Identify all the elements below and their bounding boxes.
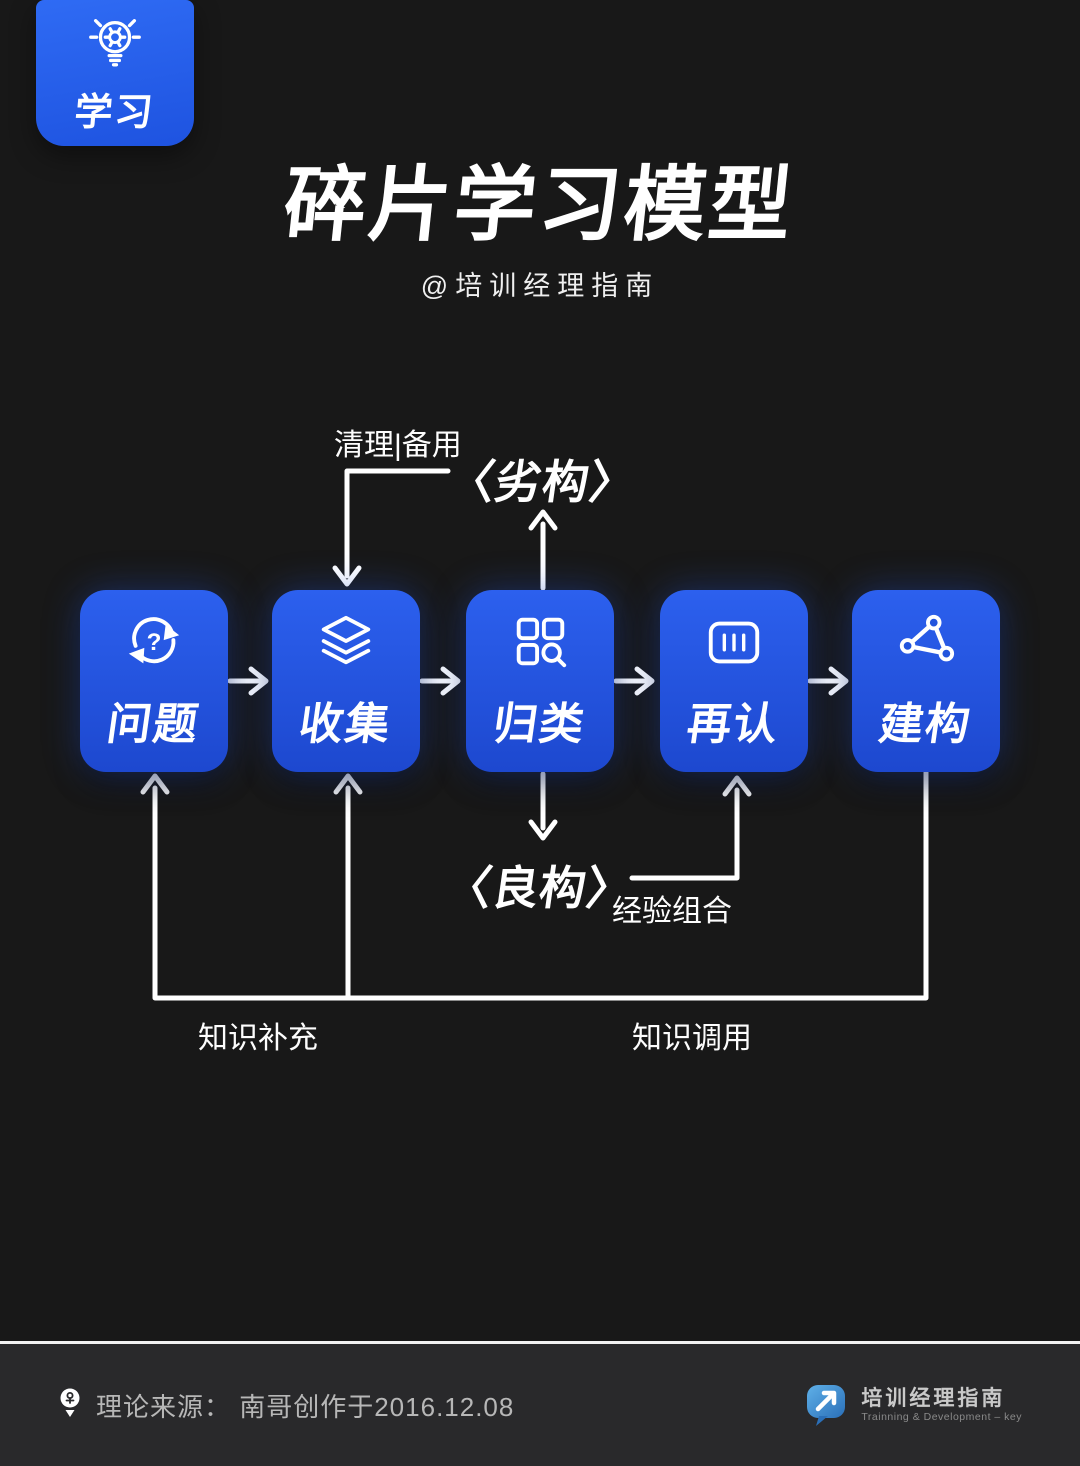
node-triangle-icon bbox=[895, 610, 957, 674]
node-label: 收集 bbox=[295, 700, 395, 749]
node-label: 问题 bbox=[103, 700, 203, 749]
flow-node-recognize: 再认 bbox=[660, 590, 808, 772]
layers-stack-icon bbox=[315, 610, 377, 674]
footer-separator-line bbox=[0, 1341, 1080, 1344]
logo-tagline: Trainning & Development – key bbox=[861, 1411, 1022, 1424]
flow-node-collect: 收集 bbox=[272, 590, 420, 772]
node-label: 归类 bbox=[489, 700, 589, 749]
flow-node-problem: ? 问题 bbox=[80, 590, 228, 772]
lightbulb-gear-icon bbox=[89, 18, 141, 66]
footer-source-text: 理论来源： 南哥创作于2016.12.08 bbox=[96, 1391, 515, 1422]
svg-text:?: ? bbox=[147, 629, 162, 656]
category-badge: 学习 bbox=[36, 0, 194, 146]
annotation-ill-structured: 〈劣构〉 bbox=[444, 456, 641, 508]
badge-label: 学习 bbox=[72, 91, 157, 134]
footer-bar: 理论来源： 南哥创作于2016.12.08 培训经理指南 Trainning &… bbox=[0, 1344, 1080, 1466]
grid-search-icon bbox=[509, 610, 571, 674]
logo-name: 培训经理指南 bbox=[861, 1386, 1006, 1410]
card-lines-icon bbox=[703, 610, 765, 674]
flow-node-categorize: 归类 bbox=[466, 590, 614, 772]
page-subtitle: @培训经理指南 bbox=[420, 271, 660, 301]
annotation-knowledge-recall: 知识调用 bbox=[632, 1022, 752, 1055]
node-label: 再认 bbox=[683, 700, 783, 749]
flow-node-construct: 建构 bbox=[852, 590, 1000, 772]
footer-logo-text: 培训经理指南 Trainning & Development – key bbox=[861, 1387, 1022, 1423]
annotation-experience-combo: 经验组合 bbox=[612, 895, 732, 928]
node-label: 建构 bbox=[875, 700, 975, 749]
footer-source-group: 理论来源： 南哥创作于2016.12.08 bbox=[58, 1387, 514, 1424]
speech-bubble-arrow-icon bbox=[807, 1385, 846, 1426]
annotation-clean-backup: 清理|备用 bbox=[334, 429, 462, 462]
page-title: 碎片学习模型 bbox=[279, 160, 799, 251]
lightbulb-icon bbox=[60, 1388, 80, 1417]
refresh-question-icon: ? bbox=[123, 610, 185, 674]
footer-logo-group: 培训经理指南 Trainning & Development – key bbox=[805, 1383, 1022, 1427]
annotation-knowledge-supplement: 知识补充 bbox=[198, 1022, 318, 1055]
